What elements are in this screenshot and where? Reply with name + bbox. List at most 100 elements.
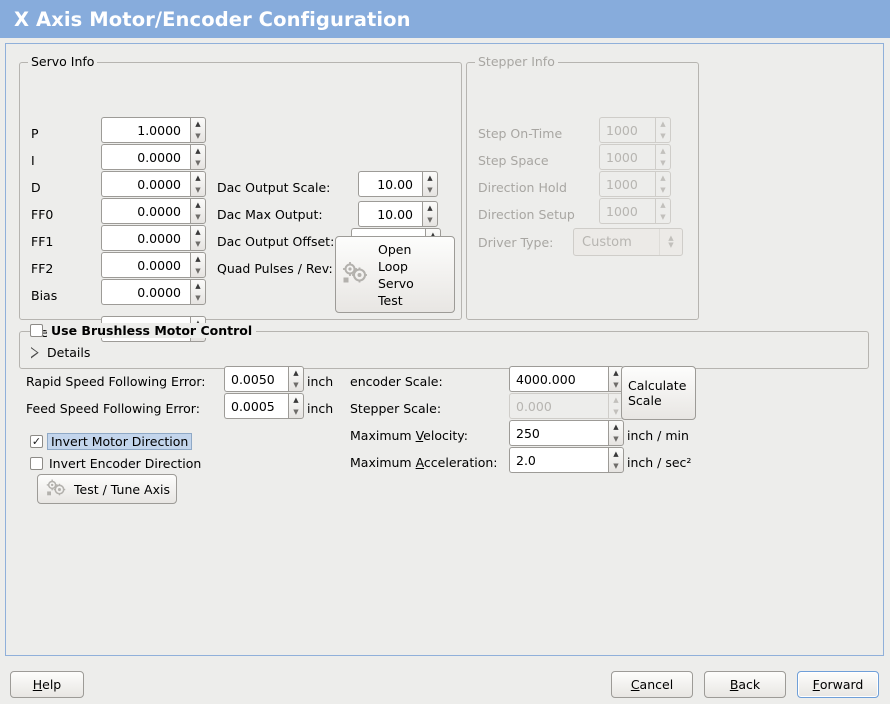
dac-output-scale-spin[interactable]: 10.00 ▲ ▼ <box>358 171 438 197</box>
servo-spin-i[interactable]: 0.0000 ▲ ▼ <box>101 144 206 170</box>
maximum-acceleration-buttons[interactable]: ▲ ▼ <box>608 447 624 473</box>
checkbox-box[interactable]: ✓ <box>30 435 43 448</box>
calculate-scale-button[interactable]: Calculate Scale <box>621 366 696 420</box>
spin-down-icon[interactable]: ▼ <box>195 185 201 194</box>
rapid-error-buttons[interactable]: ▲ ▼ <box>288 366 304 392</box>
feed-error-unit: inch <box>307 401 334 416</box>
spin-up-icon[interactable]: ▲ <box>613 449 619 458</box>
spin-down-icon[interactable]: ▼ <box>195 158 201 167</box>
maximum-acceleration-value[interactable]: 2.0 <box>509 447 608 473</box>
test-tune-axis-button[interactable]: Test / Tune Axis <box>37 474 177 504</box>
servo-spin-bias-buttons[interactable]: ▲ ▼ <box>190 279 206 305</box>
servo-spin-d[interactable]: 0.0000 ▲ ▼ <box>101 171 206 197</box>
spin-up-icon[interactable]: ▲ <box>613 368 619 377</box>
cancel-post: ancel <box>639 677 674 692</box>
gears-icon <box>340 260 370 289</box>
dac-output-scale-value[interactable]: 10.00 <box>358 171 422 197</box>
spin-up-icon[interactable]: ▲ <box>191 317 205 329</box>
rapid-speed-following-error-spin[interactable]: 0.0050 ▲ ▼ <box>224 366 304 392</box>
maximum-velocity-value[interactable]: 250 <box>509 420 608 446</box>
spin-up-icon[interactable]: ▲ <box>293 368 299 377</box>
servo-spin-bias-value[interactable]: 0.0000 <box>101 279 190 305</box>
spin-up-icon[interactable]: ▲ <box>427 203 433 212</box>
open-loop-servo-test-button[interactable]: Open Loop Servo Test <box>335 236 455 313</box>
spin-down-icon[interactable]: ▼ <box>613 434 619 443</box>
servo-spin-ff2-buttons[interactable]: ▲ ▼ <box>190 252 206 278</box>
use-brushless-motor-control-checkbox[interactable]: Use Brushless Motor Control <box>30 323 257 338</box>
spin-up-icon[interactable]: ▲ <box>195 281 201 290</box>
servo-spin-bias[interactable]: 0.0000 ▲ ▼ <box>101 279 206 305</box>
servo-label-ff0: FF0 <box>31 207 54 222</box>
maximum-velocity-spin[interactable]: 250 ▲ ▼ <box>509 420 624 446</box>
spin-down-icon[interactable]: ▼ <box>195 293 201 302</box>
step-on-time-spin: 1000 ▲ ▼ <box>599 117 671 143</box>
spin-up-icon[interactable]: ▲ <box>195 146 201 155</box>
servo-spin-d-value[interactable]: 0.0000 <box>101 171 190 197</box>
stepper-scale-label: Stepper Scale: <box>350 401 442 416</box>
invert-encoder-direction-checkbox[interactable]: Invert Encoder Direction <box>30 456 201 471</box>
servo-spin-ff0-buttons[interactable]: ▲ ▼ <box>190 198 206 224</box>
spin-down-icon[interactable]: ▼ <box>195 131 201 140</box>
spin-down-icon[interactable]: ▼ <box>613 380 619 389</box>
servo-spin-i-value[interactable]: 0.0000 <box>101 144 190 170</box>
servo-spin-ff0[interactable]: 0.0000 ▲ ▼ <box>101 198 206 224</box>
servo-spin-ff0-value[interactable]: 0.0000 <box>101 198 190 224</box>
maximum-acceleration-spin[interactable]: 2.0 ▲ ▼ <box>509 447 624 473</box>
spin-up-icon: ▲ <box>613 395 619 404</box>
maximum-velocity-unit: inch / min <box>627 428 689 443</box>
spin-up-icon[interactable]: ▲ <box>195 173 201 182</box>
rapid-speed-following-error-value[interactable]: 0.0050 <box>224 366 288 392</box>
spin-up-icon[interactable]: ▲ <box>293 395 299 404</box>
feed-speed-following-error-spin[interactable]: 0.0005 ▲ ▼ <box>224 393 304 419</box>
servo-spin-p[interactable]: 1.0000 ▲ ▼ <box>101 117 206 143</box>
servo-spin-ff1-buttons[interactable]: ▲ ▼ <box>190 225 206 251</box>
details-disclosure[interactable]: Details <box>31 345 90 360</box>
servo-spin-p-buttons[interactable]: ▲ ▼ <box>190 117 206 143</box>
servo-spin-p-value[interactable]: 1.0000 <box>101 117 190 143</box>
spin-down-icon[interactable]: ▼ <box>195 239 201 248</box>
encoder-scale-spin[interactable]: 4000.000 ▲ ▼ <box>509 366 624 392</box>
spin-down-icon[interactable]: ▼ <box>613 461 619 470</box>
spin-up-icon[interactable]: ▲ <box>195 119 201 128</box>
spin-up-icon[interactable]: ▲ <box>613 422 619 431</box>
feed-error-buttons[interactable]: ▲ ▼ <box>288 393 304 419</box>
spin-down-icon[interactable]: ▼ <box>293 407 299 416</box>
spin-up-icon[interactable]: ▲ <box>195 227 201 236</box>
dac-max-output-spin[interactable]: 10.00 ▲ ▼ <box>358 201 438 227</box>
stepper-info-legend: Stepper Info <box>475 55 558 69</box>
spin-up-icon[interactable]: ▲ <box>427 173 433 182</box>
spin-down-icon[interactable]: ▼ <box>195 266 201 275</box>
servo-spin-i-buttons[interactable]: ▲ ▼ <box>190 144 206 170</box>
spin-up-icon[interactable]: ▲ <box>195 254 201 263</box>
maximum-velocity-buttons[interactable]: ▲ ▼ <box>608 420 624 446</box>
dac-max-output-value[interactable]: 10.00 <box>358 201 422 227</box>
dac-max-output-buttons[interactable]: ▲ ▼ <box>422 201 438 227</box>
dac-output-scale-buttons[interactable]: ▲ ▼ <box>422 171 438 197</box>
chevron-right-icon[interactable] <box>31 347 39 359</box>
servo-spin-ff1[interactable]: 0.0000 ▲ ▼ <box>101 225 206 251</box>
spin-down-icon[interactable]: ▼ <box>293 380 299 389</box>
servo-spin-ff2[interactable]: 0.0000 ▲ ▼ <box>101 252 206 278</box>
quad-pulses-label: Quad Pulses / Rev: <box>217 261 333 276</box>
invert-motor-direction-checkbox[interactable]: ✓ Invert Motor Direction <box>30 433 193 450</box>
test-tune-axis-label: Test / Tune Axis <box>74 481 170 497</box>
servo-spin-d-buttons[interactable]: ▲ ▼ <box>190 171 206 197</box>
encoder-scale-value[interactable]: 4000.000 <box>509 366 608 392</box>
feed-speed-following-error-value[interactable]: 0.0005 <box>224 393 288 419</box>
gears-icon <box>44 478 68 501</box>
spin-down-icon[interactable]: ▼ <box>427 215 433 224</box>
servo-spin-ff1-value[interactable]: 0.0000 <box>101 225 190 251</box>
checkbox-box[interactable] <box>30 457 43 470</box>
servo-spin-ff2-value[interactable]: 0.0000 <box>101 252 190 278</box>
checkbox-box[interactable] <box>30 324 43 337</box>
max-accel-post: cceleration: <box>423 455 498 470</box>
spin-down-icon[interactable]: ▼ <box>427 185 433 194</box>
cancel-key: C <box>630 677 640 692</box>
spin-up-icon[interactable]: ▲ <box>195 200 201 209</box>
spin-down-icon[interactable]: ▼ <box>195 212 201 221</box>
spin-up-icon[interactable]: ▲ <box>430 230 436 239</box>
